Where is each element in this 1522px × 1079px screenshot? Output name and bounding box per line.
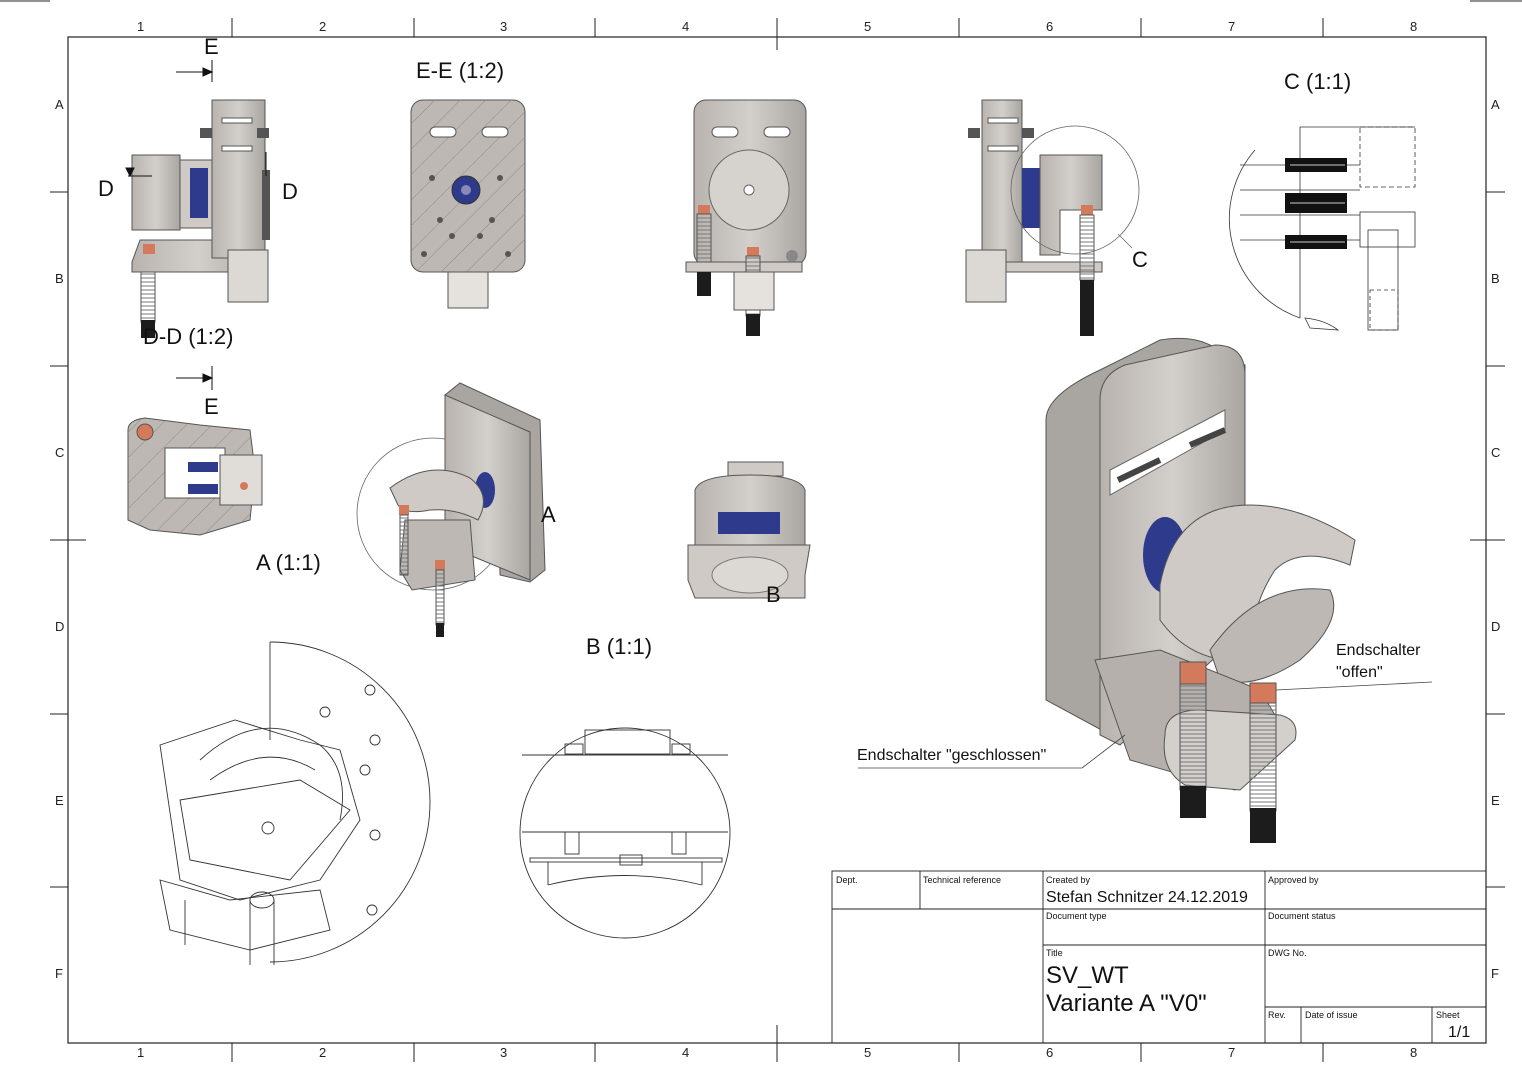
zone-row-b-right: B: [1491, 271, 1500, 286]
view-label-section-ee: E-E (1:2): [416, 58, 505, 83]
zone-col-2-top: 2: [319, 19, 327, 34]
view-label-section-dd: D-D (1:2): [143, 324, 234, 349]
tb-title-line2: Variante A "V0": [1046, 990, 1207, 1017]
tb-date-of-issue-label: Date of issue: [1305, 1010, 1358, 1020]
zone-row-b-left: B: [55, 271, 64, 286]
marker-d-right: D: [282, 179, 298, 204]
annotation-endschalter-offen-line2: "offen": [1336, 664, 1383, 681]
zone-col-4-bottom: 4: [682, 1045, 690, 1060]
marker-b: B: [766, 582, 781, 607]
zone-col-7-top: 7: [1228, 19, 1236, 34]
annotation-endschalter-geschlossen: Endschalter "geschlossen": [857, 747, 1047, 764]
bottom-view-detail-b: [687, 461, 811, 599]
section-arrows: [125, 60, 267, 390]
zone-col-8-top: 8: [1410, 19, 1418, 34]
marker-c: C: [1132, 247, 1148, 272]
side-view-right: [965, 99, 1140, 336]
tb-title-label: Title: [1046, 948, 1063, 958]
tb-title-line1: SV_WT: [1046, 962, 1129, 989]
detail-b-wireframe: [519, 727, 731, 939]
tb-doc-type-label: Document type: [1046, 911, 1107, 921]
zone-row-f-left: F: [55, 966, 63, 981]
tb-created-by-value: Stefan Schnitzer 24.12.2019: [1046, 889, 1248, 906]
zone-col-3-top: 3: [500, 19, 508, 34]
zone-row-a-left: A: [55, 97, 64, 112]
zone-col-2-bottom: 2: [319, 1045, 327, 1060]
zone-row-a-right: A: [1491, 97, 1500, 112]
view-label-detail-b: B (1:1): [586, 634, 653, 659]
title-block-grid: [831, 870, 1487, 1044]
zone-col-5-top: 5: [864, 19, 872, 34]
zone-col-5-bottom: 5: [864, 1045, 872, 1060]
zone-row-c-left: C: [55, 445, 65, 460]
main-iso-render: [858, 337, 1433, 843]
front-view-section-ee: [410, 99, 526, 309]
view-label-detail-c: C (1:1): [1284, 69, 1352, 94]
tb-sheet-label: Sheet: [1436, 1010, 1460, 1020]
tb-approved-by-label: Approved by: [1268, 875, 1319, 885]
iso-view-detail-a: [356, 382, 546, 637]
tb-tech-ref-label: Technical reference: [923, 875, 1002, 885]
zone-row-d-left: D: [55, 619, 65, 634]
zone-col-1-bottom: 1: [137, 1045, 145, 1060]
detail-c-wireframe: [1228, 126, 1416, 331]
zone-col-6-top: 6: [1046, 19, 1054, 34]
zone-row-c-right: C: [1491, 445, 1501, 460]
marker-d-left: D: [98, 176, 114, 201]
tb-created-by-label: Created by: [1046, 875, 1091, 885]
side-view-section: [131, 99, 270, 338]
marker-a: A: [541, 502, 556, 527]
marker-e-bottom: E: [204, 394, 219, 419]
zone-col-1-top: 1: [137, 19, 145, 34]
zone-col-8-bottom: 8: [1410, 1045, 1418, 1060]
tb-rev-label: Rev.: [1268, 1010, 1286, 1020]
view-label-detail-a: A (1:1): [256, 550, 321, 575]
zone-row-d-right: D: [1491, 619, 1501, 634]
detail-a-wireframe: [159, 641, 431, 965]
tb-doc-status-label: Document status: [1268, 911, 1336, 921]
section-dd-view: [127, 417, 263, 536]
zone-col-3-bottom: 3: [500, 1045, 508, 1060]
zone-row-f-right: F: [1491, 966, 1499, 981]
zone-col-6-bottom: 6: [1046, 1045, 1054, 1060]
tb-dwg-no-label: DWG No.: [1268, 948, 1307, 958]
zone-row-e-right: E: [1491, 793, 1500, 808]
zone-col-7-bottom: 7: [1228, 1045, 1236, 1060]
zone-col-4-top: 4: [682, 19, 690, 34]
zone-row-e-left: E: [55, 793, 64, 808]
tb-dept-label: Dept.: [836, 875, 858, 885]
tb-sheet-value: 1/1: [1448, 1024, 1471, 1041]
front-view: [685, 99, 807, 336]
annotation-endschalter-offen-line1: Endschalter: [1336, 642, 1421, 659]
marker-e-top: E: [204, 34, 219, 59]
